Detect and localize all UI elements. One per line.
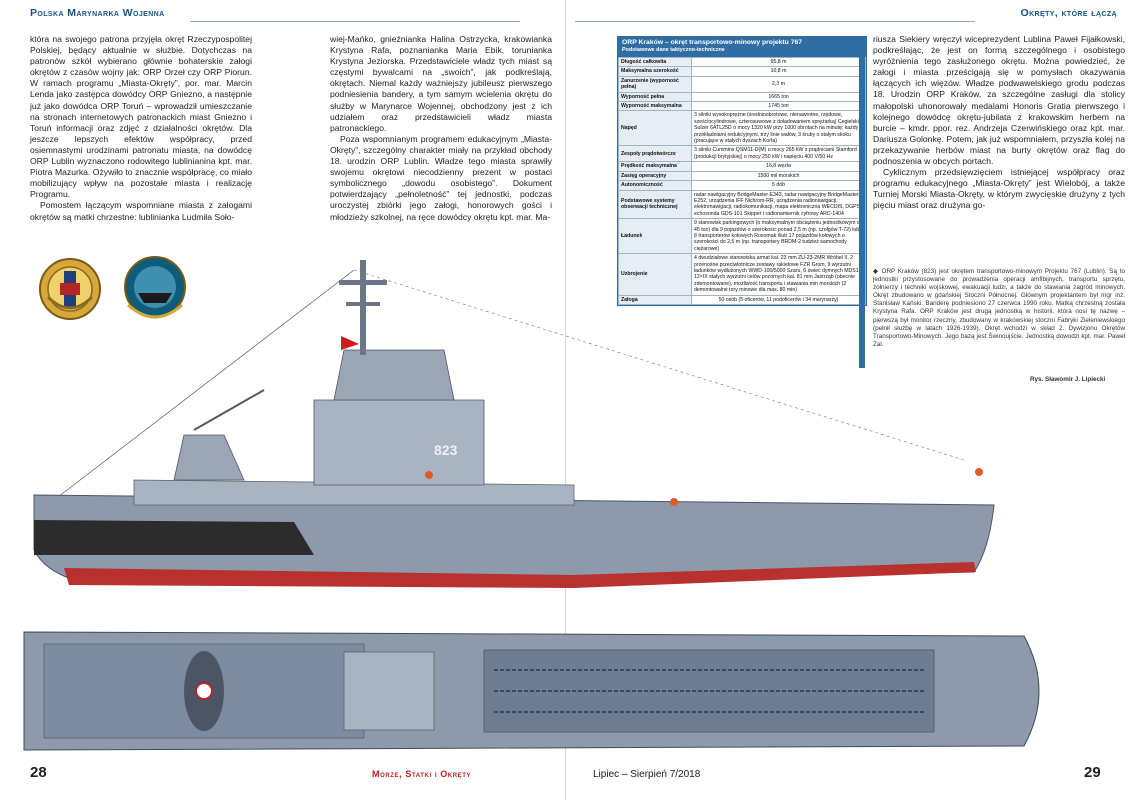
spec-key: Długość całkowita [618,56,692,68]
spec-row: Zanurzenie (wyporność pełna)2,3 m [618,75,866,93]
paragraph: riusza Siekiery wręczył wiceprezydent Lu… [873,34,1125,167]
left-page-number: 28 [30,764,47,781]
spec-table-subtitle: Podstawowe dane taktyczno-techniczne [622,47,725,53]
ship-badges [39,256,186,320]
issue-date: Lipiec – Sierpień 7/2018 [593,769,701,780]
right-header-rule [575,21,975,22]
ship-side-profile: 823 [33,260,995,588]
gutter [565,0,566,800]
paragraph: Pomostem łączącym wspomniane miasta z za… [30,200,252,222]
spec-table: ORP Kraków – okręt transportowo-minowy p… [617,36,867,306]
magazine-logo: Morze, Statki i Okręty [372,769,472,779]
spec-value: 9 stanowisk parkingowych (o maksymalnym … [691,218,866,255]
spec-key: Zespoły prądotwórcze [618,145,692,163]
ensign-flag [341,336,359,350]
spec-key: Maksymalna szerokość [618,66,692,77]
figure-caption: ◆ ORP Kraków (823) jest okrętem transpor… [873,268,1125,348]
right-column: riusza Siekiery wręczył wiceprezydent Lu… [873,34,1125,212]
spec-value: 4 dwudziałowe stanowiska armat kal. 23 m… [691,253,866,296]
left-header-rule [190,21,520,22]
ship-top-view [23,631,1040,751]
spec-value: 5 dób [691,180,866,191]
spec-value: 3 silniki wysokoprężne (średnioobrotowe,… [691,110,866,147]
left-column-1: która na swojego patrona przyjęła okręt … [30,34,252,223]
spec-key: Wyporność maksymalna [618,101,692,112]
spec-key: Ładunek [618,218,692,255]
paragraph: Poza wspomnianym programem edukacyjnym „… [330,133,552,222]
right-page-number: 29 [1084,764,1101,781]
spec-key: Załoga [618,294,692,306]
spec-value: 3 silniki Cummins QSM11-D(M) o mocy 265 … [691,145,866,163]
right-running-header: Okręty, które łączą [1020,7,1117,19]
spec-key: Wyporność pełna [618,91,692,103]
spec-value: 1665 ton [691,91,866,103]
spec-key: Prędkość maksymalna [618,161,692,172]
figure-credit: Rys. Sławomir J. Lipiecki [1030,376,1106,383]
spec-key: Zasięg operacyjny [618,170,692,182]
anchor-badge-right [124,256,186,319]
spec-value: radar nawigacyjny BridgeMaster E343, rad… [691,189,866,220]
spec-key: Podstawowe systemy obserwacji techniczne… [618,189,692,220]
spec-value: 16,8 węzła [691,161,866,172]
anchor-badge-left [39,258,101,320]
spec-value: 1745 ton [691,101,866,112]
table-side-stripe [859,36,865,368]
spec-row: Podstawowe systemy obserwacji techniczne… [618,189,866,220]
paragraph: wiej-Mańko, gnieźnianka Halina Ostrzycka… [330,34,552,133]
paragraph: Cyklicznym przedsięwzięciem istniejącej … [873,167,1125,211]
spec-table-title: ORP Kraków – okręt transportowo-minowy p… [622,39,803,46]
spec-value: 95,8 m [691,56,866,68]
left-running-header: Polska Marynarka Wojenna [30,7,165,19]
left-column-2: wiej-Mańko, gnieźnianka Halina Ostrzycka… [330,34,552,223]
spec-value: 50 osób (5 oficerów, 11 podoficerów i 34… [691,294,866,306]
pennant-number: 823 [434,442,458,458]
spec-value: 1500 mil morskich [691,170,866,182]
paragraph: która na swojego patrona przyjęła okręt … [30,34,252,200]
spec-key: Napęd [618,110,692,147]
spec-key: Uzbrojenie [618,253,692,296]
spec-key: Zanurzenie (wyporność pełna) [618,75,692,93]
spec-value: 10,8 m [691,66,866,77]
spec-key: Autonomiczność [618,180,692,191]
spec-value: 2,3 m [691,75,866,93]
spec-table-header: ORP Kraków – okręt transportowo-minowy p… [618,37,866,57]
